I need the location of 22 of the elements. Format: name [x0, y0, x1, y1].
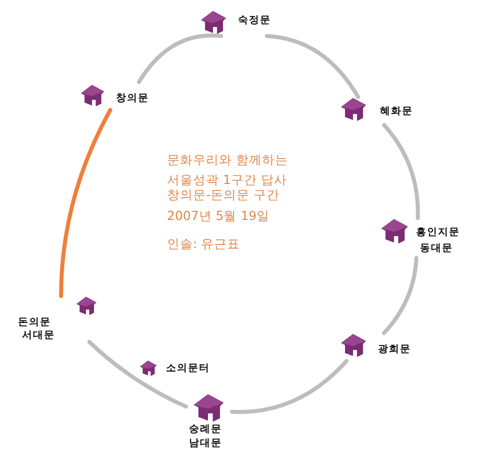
- gate-name: 숭례문: [189, 423, 222, 436]
- gate-name: 돈의문: [18, 316, 51, 329]
- wall-line: [87, 340, 188, 409]
- gate-name: 혜화문: [380, 105, 413, 118]
- wall-line: [264, 34, 360, 99]
- gate-name: 창의문: [116, 92, 149, 105]
- wall-line: [137, 34, 223, 84]
- gate-alias: 서대문: [22, 329, 55, 342]
- gate-alias: 남대문: [189, 437, 222, 450]
- gate-name: 흥인지문: [416, 226, 460, 239]
- wall-line: [382, 123, 420, 220]
- note-text: 인솔: 유근표: [167, 236, 240, 251]
- wall-line: [59, 108, 112, 298]
- gate-alias: 동대문: [420, 242, 453, 255]
- note-text: 서울성곽 1구간 답사 창의문-돈의문 구간: [167, 172, 288, 202]
- gate-name: 숙정문: [238, 14, 271, 27]
- gate-name: 광희문: [378, 343, 411, 356]
- wall-line: [230, 359, 348, 414]
- note-text: 문화우리와 함께하는: [167, 152, 288, 167]
- wall-line: [382, 256, 418, 335]
- note-text: 2007년 5월 19일: [167, 208, 270, 223]
- gate-name: 소의문터: [166, 362, 210, 375]
